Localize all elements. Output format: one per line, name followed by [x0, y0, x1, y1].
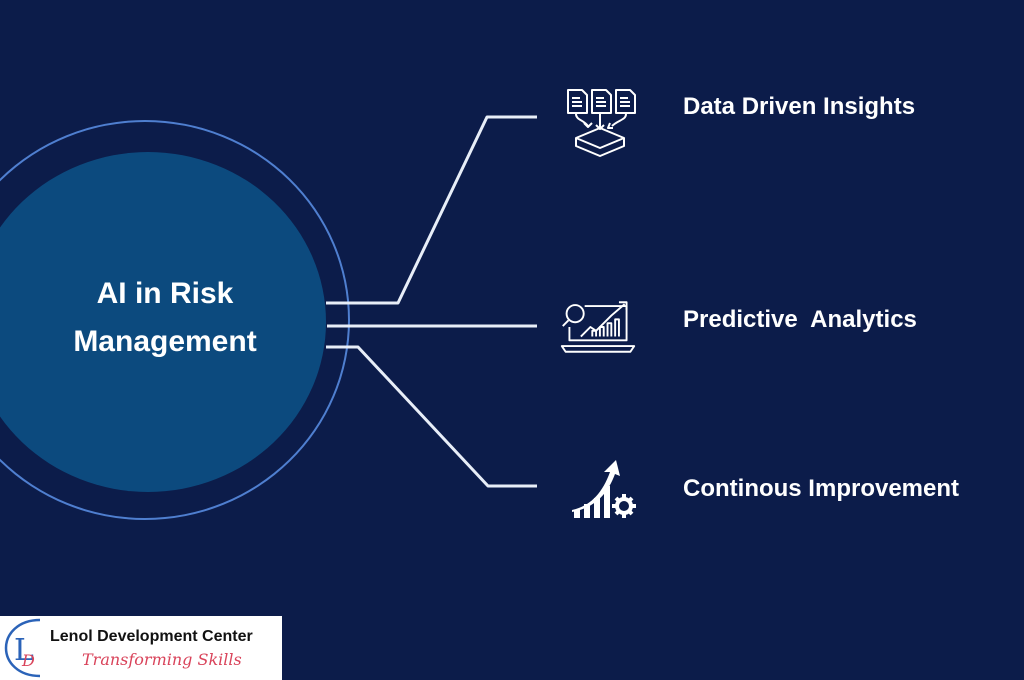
center-circle	[0, 152, 326, 492]
connector-bottom	[326, 345, 537, 488]
connector-top	[326, 115, 537, 305]
item-label-data-driven-insights: Data Driven Insights	[683, 93, 916, 120]
logo-tagline: Transforming Skills	[82, 650, 242, 669]
documents-to-tray-icon	[567, 89, 636, 157]
logo-monogram-icon: L D	[4, 618, 41, 678]
svg-text:D: D	[21, 651, 35, 670]
growth-chart-gear-icon	[572, 460, 636, 518]
svg-text:L: L	[14, 633, 34, 668]
brand-logo: L D Lenol Development Center Transformin…	[0, 616, 282, 680]
logo-name: Lenol Development Center	[50, 628, 253, 645]
item-label-continuous-improvement: Continous Improvement	[683, 475, 960, 502]
center-title: AI in Risk Management	[73, 277, 257, 358]
laptop-chart-magnifier-icon	[560, 301, 636, 353]
item-label-predictive-analytics: Predictive Analytics	[683, 306, 917, 333]
